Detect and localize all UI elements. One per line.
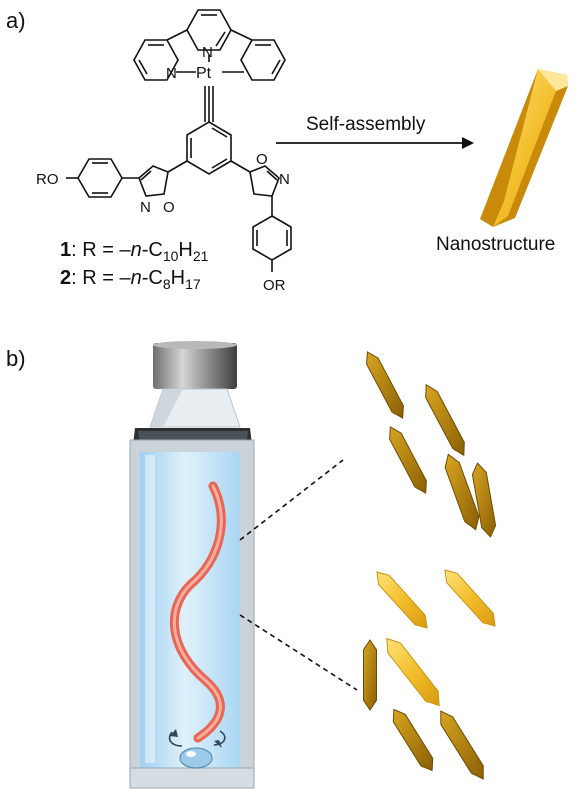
cuvette-cap <box>153 343 237 389</box>
crystal-plate <box>444 569 496 627</box>
atom-n-isoxazole-left: N <box>140 199 151 216</box>
crystal-plate <box>376 571 428 629</box>
right-phenyl-ring <box>240 39 286 81</box>
crystal-plate <box>440 710 484 780</box>
molecular-structure <box>66 9 292 272</box>
crystal-plate <box>392 708 434 772</box>
rotation-arrow-right <box>213 730 226 746</box>
atom-o-isoxazole-right: O <box>256 151 268 168</box>
cuvette <box>129 341 255 789</box>
zoom-line-bottom <box>239 614 358 691</box>
left-aryl-ring <box>77 158 123 198</box>
crystal-plate <box>363 639 377 711</box>
central-benzene-ring <box>186 121 232 175</box>
crystal-plate <box>366 351 404 419</box>
arrow-label: Self-assembly <box>306 114 426 135</box>
atom-pt: Pt <box>196 65 212 82</box>
crystal-plate <box>425 383 465 457</box>
compound-2-label: 2: R = –n-C8H17 <box>60 267 201 292</box>
atom-ro: RO <box>36 171 59 188</box>
atom-o-isoxazole-left: O <box>163 199 175 216</box>
crystal-plate <box>471 462 497 538</box>
panel-label-b: b) <box>6 346 26 371</box>
zoom-line-top <box>239 459 344 541</box>
left-isoxazole-ring <box>138 165 169 197</box>
nanostructure-crystal <box>480 69 568 227</box>
helical-assembly <box>363 351 497 780</box>
crystal-plate <box>389 426 427 494</box>
right-aryl-ring <box>252 215 292 261</box>
atom-n-isoxazole-right: N <box>279 171 290 188</box>
rotation-arrow-left <box>168 731 183 747</box>
nanostructure-label: Nanostructure <box>436 234 555 255</box>
compound-1-number: 1 <box>60 239 71 261</box>
atom-n-central: N <box>202 44 213 61</box>
crystal-plate <box>444 453 480 531</box>
panel-label-a: a) <box>6 8 26 33</box>
atom-labels: N N Pt RO N O O N OR <box>36 44 290 294</box>
stir-bar <box>179 747 213 769</box>
crystal-plate <box>386 637 440 707</box>
atom-n-left: N <box>166 65 177 82</box>
compound-1-label: 1: R = –n-C10H21 <box>60 239 209 264</box>
atom-or: OR <box>263 277 286 294</box>
self-assembly-arrow <box>276 137 474 149</box>
right-isoxazole-ring <box>249 165 280 197</box>
compound-2-number: 2 <box>60 267 71 289</box>
